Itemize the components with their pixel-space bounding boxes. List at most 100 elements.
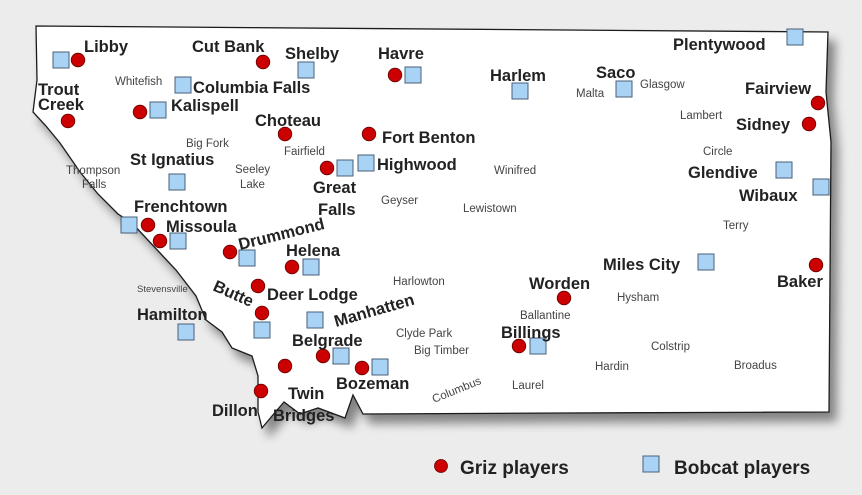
geyser-label: Geyser <box>381 195 418 207</box>
butte-griz-marker <box>254 305 270 321</box>
kalispell-label: Kalispell <box>171 97 239 115</box>
billings-griz-marker <box>511 338 527 354</box>
great-falls-label: Great <box>313 179 357 197</box>
saco-bobcat-marker <box>615 80 633 98</box>
libby-bobcat-marker <box>52 51 70 69</box>
missoula-griz-marker <box>152 233 168 249</box>
butte-griz-marker <box>250 278 266 294</box>
choteau-griz-marker <box>277 126 293 142</box>
bobcat-legend-label: Bobcat players <box>674 458 810 479</box>
bobcat-legend-marker <box>642 455 660 473</box>
fairview-label: Fairview <box>745 80 811 98</box>
drummond-griz-marker <box>222 244 238 260</box>
harlem-bobcat-marker <box>511 82 529 100</box>
great-falls-label: Falls <box>318 201 356 219</box>
baker-label: Baker <box>777 273 823 291</box>
helena-label: Helena <box>286 242 341 260</box>
hamilton-label: Hamilton <box>137 306 208 324</box>
glendive-label: Glendive <box>688 164 758 182</box>
deer-lodge-label: Deer Lodge <box>267 286 358 304</box>
miles-city-label: Miles City <box>603 256 681 274</box>
malta-label: Malta <box>576 88 605 100</box>
highwood-label: Highwood <box>377 156 457 174</box>
hysham-label: Hysham <box>617 292 659 304</box>
shelby-bobcat-marker <box>297 61 315 79</box>
thompson-falls-label: Falls <box>82 179 107 191</box>
glendive-bobcat-marker <box>775 161 793 179</box>
bozeman-bobcat-marker <box>371 358 389 376</box>
st-ignatius-bobcat-marker <box>168 173 186 191</box>
helena-bobcat-marker <box>302 258 320 276</box>
winifred-label: Winifred <box>494 165 536 177</box>
missoula-bobcat-marker <box>169 232 187 250</box>
belgrade-bobcat-marker <box>332 347 350 365</box>
glasgow-label: Glasgow <box>640 79 685 91</box>
dillon-label: Dillon <box>212 402 258 420</box>
fort-benton-griz-marker <box>361 126 377 142</box>
big-fork-label: Big Fork <box>186 138 229 150</box>
fairview-griz-marker <box>810 95 826 111</box>
harlem-label: Harlem <box>490 67 546 85</box>
terry-label: Terry <box>723 220 749 232</box>
trout-creek-griz-marker <box>60 113 76 129</box>
columbia-falls-label: Columbia Falls <box>193 79 310 97</box>
colstrip-label: Colstrip <box>651 341 690 353</box>
wibaux-bobcat-marker <box>812 178 830 196</box>
baker-griz-marker <box>808 257 824 273</box>
trout-creek-label: Creek <box>38 96 85 114</box>
cut-bank-griz-marker <box>255 54 271 70</box>
belgrade-griz-marker <box>315 348 331 364</box>
legend: Griz players Bobcat players <box>434 455 810 479</box>
shelby-label: Shelby <box>285 45 340 63</box>
butte-bobcat-marker <box>253 321 271 339</box>
harlowton-label: Harlowton <box>393 276 445 288</box>
sidney-griz-marker <box>801 116 817 132</box>
kalispell-griz-marker <box>132 104 148 120</box>
libby-griz-marker <box>70 52 86 68</box>
highwood-bobcat-marker <box>357 154 375 172</box>
trout-creek-label: Trout <box>38 81 80 99</box>
hardin-label: Hardin <box>595 361 629 373</box>
great-falls-bobcat-marker <box>336 159 354 177</box>
twin-bridges-label: Twin <box>288 385 324 403</box>
lambert-label: Lambert <box>680 110 723 122</box>
great-falls-griz-marker <box>319 160 335 176</box>
wibaux-label: Wibaux <box>739 187 798 205</box>
kalispell-bobcat-marker <box>149 101 167 119</box>
plentywood-label: Plentywood <box>673 36 766 54</box>
havre-griz-marker <box>387 67 403 83</box>
state-outline <box>32 25 832 430</box>
st-ignatius-label: St Ignatius <box>130 151 214 169</box>
plentywood-bobcat-marker <box>786 28 804 46</box>
cut-bank-label: Cut Bank <box>192 38 265 56</box>
miles-city-bobcat-marker <box>697 253 715 271</box>
havre-label: Havre <box>378 45 424 63</box>
broadus-label: Broadus <box>734 360 777 372</box>
columbia-falls-bobcat-marker <box>174 76 192 94</box>
twin-bridges-label: Bridges <box>273 407 334 425</box>
clyde-park-label: Clyde Park <box>396 328 452 340</box>
frenchtown-griz-marker <box>140 217 156 233</box>
worden-label: Worden <box>529 275 590 293</box>
griz-legend-marker <box>434 459 448 473</box>
circle-label: Circle <box>703 146 732 158</box>
fort-benton-label: Fort Benton <box>382 129 475 147</box>
stevensville-label: Stevensville <box>137 284 188 295</box>
lewistown-label: Lewistown <box>463 203 517 215</box>
worden-griz-marker <box>556 290 572 306</box>
hamilton-bobcat-marker <box>177 323 195 341</box>
griz-legend-label: Griz players <box>460 458 569 479</box>
billings-bobcat-marker <box>529 337 547 355</box>
frenchtown-label: Frenchtown <box>134 198 228 216</box>
seeley-lake-label: Seeley <box>235 164 270 176</box>
drummond-bobcat-marker <box>238 249 256 267</box>
libby-label: Libby <box>84 38 129 56</box>
bozeman-griz-marker <box>354 360 370 376</box>
seeley-lake-label: Lake <box>240 179 265 191</box>
choteau-label: Choteau <box>255 112 321 130</box>
billings-label: Billings <box>501 324 561 342</box>
helena-griz-marker <box>284 259 300 275</box>
missoula-label: Missoula <box>166 218 237 236</box>
twin-bridges-griz-marker <box>277 358 293 374</box>
